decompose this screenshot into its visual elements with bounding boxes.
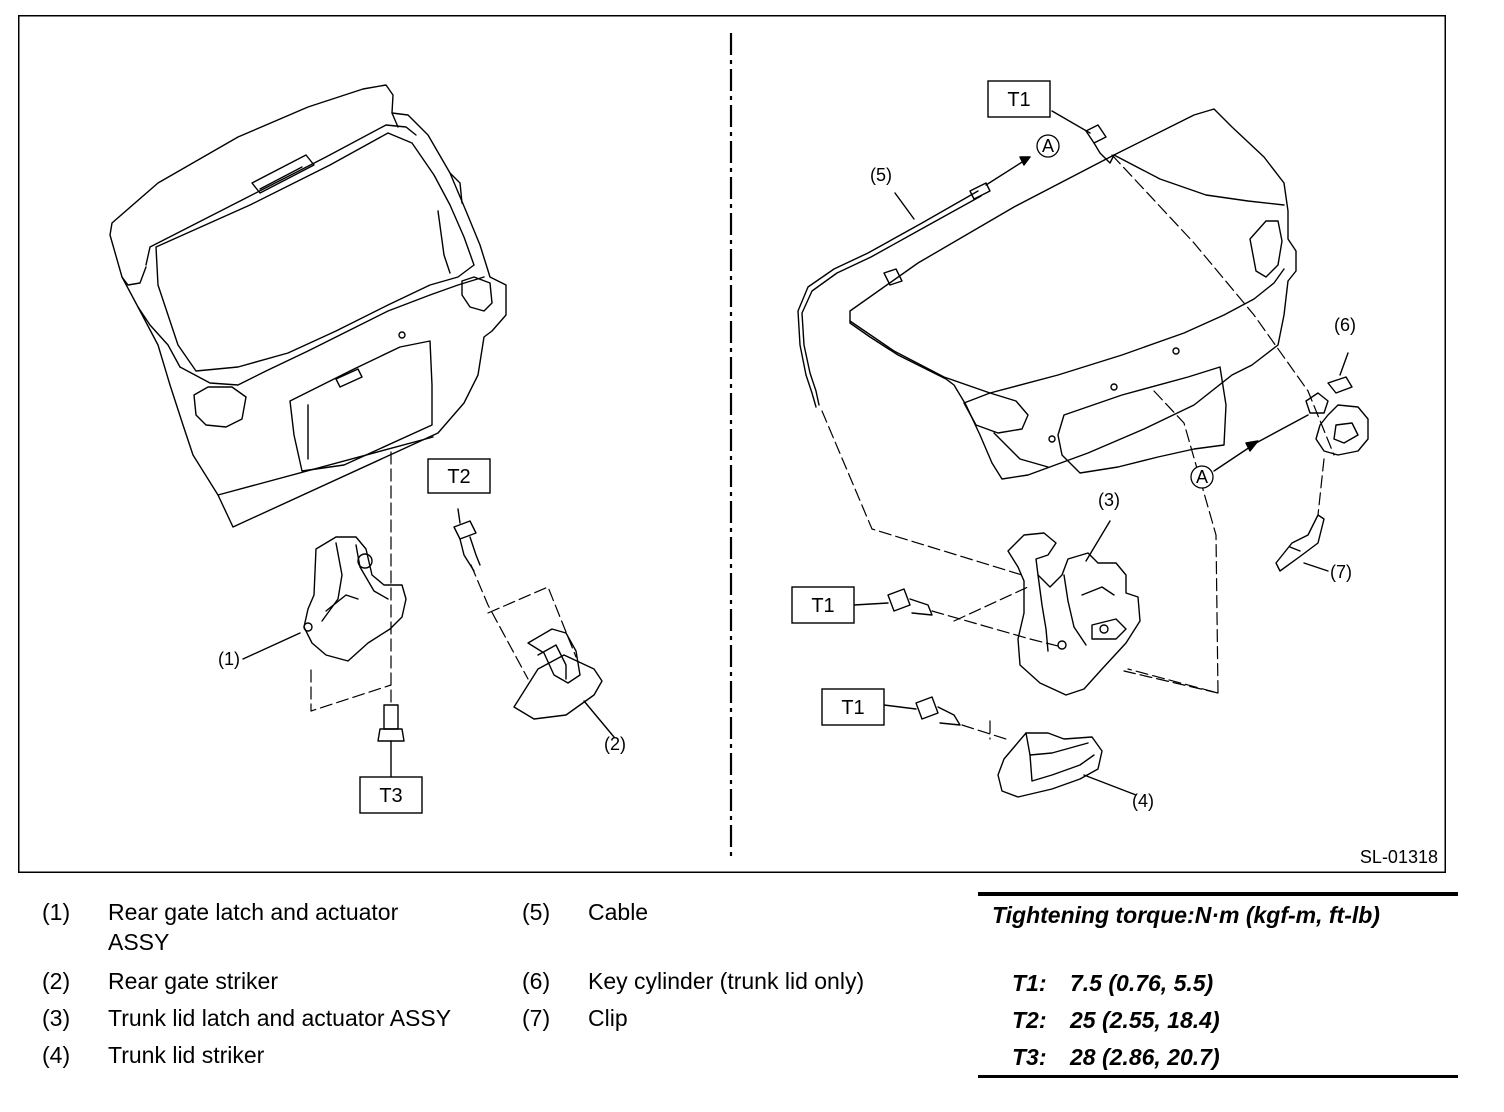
- legend-text-cont: ASSY: [108, 929, 170, 955]
- rear-gate-latch-part: [303, 536, 407, 662]
- legend-text: Clip: [588, 1005, 628, 1031]
- callout-a-bottom: A: [1196, 467, 1208, 487]
- callout-3: (3): [1098, 490, 1120, 510]
- legend-text: Rear gate striker: [108, 968, 279, 994]
- diagram-frame: A A T2 T3 T1 T1 T1 (1) (2) (3) (4) (5) (…: [18, 15, 1446, 873]
- bolt-t1-bottom: [915, 696, 961, 726]
- torque-box-t2: T2: [447, 466, 470, 488]
- legend-text: Trunk lid striker: [108, 1042, 265, 1068]
- trunk-lid-illustration: [849, 108, 1297, 480]
- legend-num: (7): [522, 1005, 551, 1031]
- legend-text: Key cylinder (trunk lid only): [588, 968, 865, 994]
- torque-box-t1-bottom: T1: [841, 697, 864, 719]
- torque-value: 25 (2.55, 18.4): [1070, 1007, 1220, 1033]
- torque-row-t3: T3: 28 (2.86, 20.7): [1012, 1044, 1220, 1071]
- bolt-t2: [453, 520, 481, 572]
- trunk-latch-part: [1007, 532, 1141, 696]
- bolt-t3: [377, 704, 405, 778]
- bolt-t1-middle: [887, 588, 933, 616]
- legend-num: (5): [522, 899, 551, 925]
- legend-num: (4): [42, 1042, 71, 1068]
- callout-4: (4): [1132, 791, 1154, 811]
- legend-text: Cable: [588, 899, 649, 925]
- legend-num: (3): [42, 1005, 71, 1031]
- arrow-a-top: [985, 156, 1031, 186]
- key-cylinder-part: [1305, 376, 1369, 456]
- torque-table: Tightening torque:N·m (kgf-m, ft-lb) T1:…: [978, 892, 1458, 1078]
- torque-value: 28 (2.86, 20.7): [1070, 1044, 1220, 1070]
- callout-6: (6): [1334, 315, 1356, 335]
- callout-1: (1): [218, 649, 240, 669]
- torque-box-t1-top: T1: [1007, 89, 1030, 111]
- rear-gate-striker-part: [513, 628, 603, 720]
- torque-box-t1-middle: T1: [811, 595, 834, 617]
- bolt-t1-top: [1085, 124, 1115, 164]
- trunk-striker-part: [997, 732, 1103, 798]
- torque-box-t3: T3: [379, 785, 402, 807]
- torque-top-rule: [978, 892, 1458, 896]
- callout-a-top: A: [1042, 136, 1054, 156]
- legend-num: (6): [522, 968, 551, 994]
- torque-bottom-rule: [978, 1075, 1458, 1078]
- cable-part: [797, 182, 991, 408]
- torque-title: Tightening torque:N·m (kgf-m, ft-lb): [992, 902, 1380, 928]
- callout-7: (7): [1330, 562, 1352, 582]
- legend-num: (2): [42, 968, 71, 994]
- arrow-a-bottom: [1213, 414, 1309, 472]
- torque-key: T2:: [1012, 1007, 1047, 1033]
- torque-row-t1: T1: 7.5 (0.76, 5.5): [1012, 970, 1213, 997]
- rear-gate-illustration: [109, 84, 507, 528]
- legend-text: Trunk lid latch and actuator ASSY: [108, 1005, 452, 1031]
- torque-value: 7.5 (0.76, 5.5): [1070, 970, 1214, 996]
- callout-2: (2): [604, 734, 626, 754]
- legend-num: (1): [42, 899, 71, 925]
- callout-5: (5): [870, 165, 892, 185]
- figure-id: SL-01318: [1360, 847, 1438, 867]
- clip-part: [1275, 514, 1325, 572]
- torque-key: T3:: [1012, 1044, 1047, 1070]
- legend-text: Rear gate latch and actuator: [108, 899, 399, 925]
- torque-key: T1:: [1012, 970, 1047, 996]
- torque-row-t2: T2: 25 (2.55, 18.4): [1012, 1007, 1220, 1034]
